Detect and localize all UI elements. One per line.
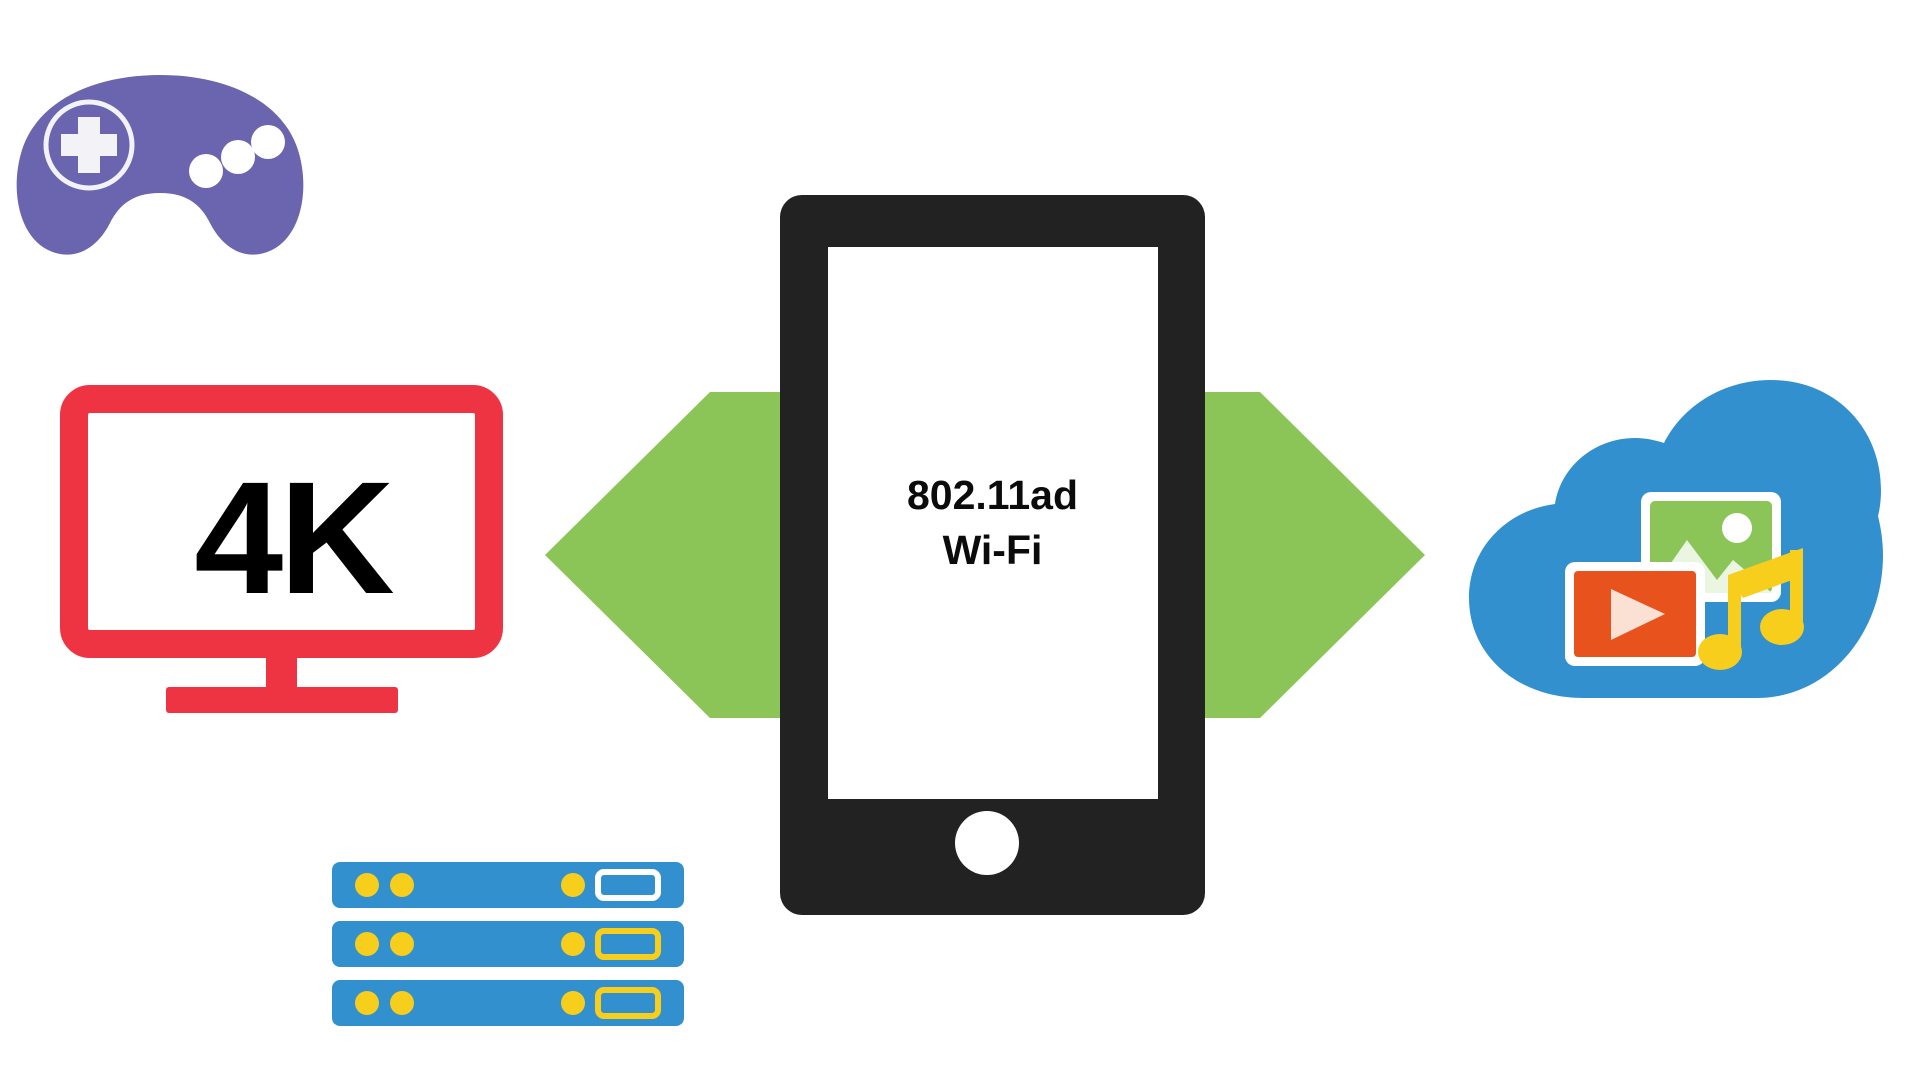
smartphone-node[interactable]: 802.11ad Wi-Fi	[780, 195, 1205, 915]
home-button-icon	[955, 811, 1019, 875]
server-row	[332, 921, 684, 967]
gamepad-icon	[16, 75, 304, 255]
play-video-icon	[1565, 562, 1705, 666]
server-row	[332, 980, 684, 1026]
music-note-icon	[1698, 548, 1804, 670]
cloud-icon	[1469, 380, 1883, 698]
phone-icon	[780, 195, 1205, 915]
cloud-media-node[interactable]	[1465, 380, 1885, 710]
television-4k-node[interactable]: 4K	[60, 385, 515, 725]
server-icon	[332, 862, 684, 1026]
tv-icon	[60, 385, 503, 713]
server-row	[332, 862, 684, 908]
server-stack-node[interactable]	[332, 862, 684, 1052]
game-controller-node[interactable]	[10, 45, 310, 260]
